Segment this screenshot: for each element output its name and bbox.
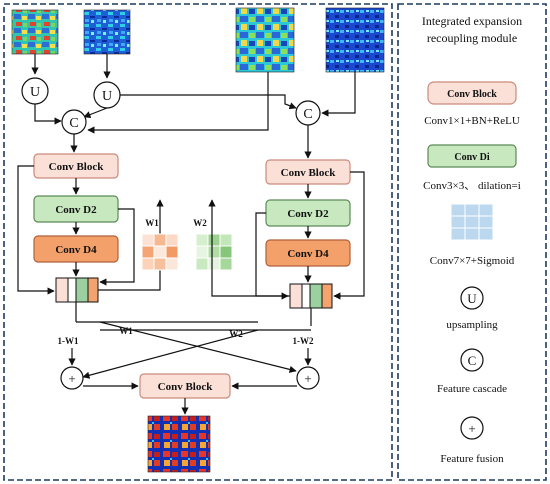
cascade-symbol: C	[303, 107, 312, 122]
fusion-node-right: +	[296, 366, 320, 390]
attention-map-w1	[141, 233, 179, 271]
conv-d2-label: Conv D2	[287, 208, 329, 220]
legend-upsample: U	[460, 286, 484, 310]
attention-map-w2	[195, 233, 233, 271]
upsample-symbol: U	[102, 89, 112, 104]
legend-conv-di-label: Conv Di	[454, 152, 490, 163]
main-panel-frame	[3, 3, 393, 481]
conv-block-label: Conv Block	[281, 167, 337, 179]
legend-conv-block: Conv Block	[427, 81, 517, 105]
one-minus-w2-label: 1-W2	[293, 336, 314, 346]
w1-top-label: W1	[145, 218, 159, 228]
w1-label: W1	[119, 326, 133, 336]
right-conv-d4: Conv D4	[265, 239, 351, 267]
left-concat-bar	[55, 277, 99, 303]
cascade-symbol: C	[69, 116, 78, 131]
fusion-symbol: +	[68, 371, 75, 386]
left-conv-d4: Conv D4	[33, 235, 119, 263]
legend-title-line1: Integrated expansion	[422, 14, 522, 28]
feature-map-1	[11, 9, 59, 55]
left-conv-block: Conv Block	[33, 153, 119, 179]
conv-d4-label: Conv D4	[55, 244, 97, 256]
legend-conv-block-label: Conv Block	[447, 89, 497, 100]
right-conv-block: Conv Block	[265, 159, 351, 185]
cascade-node-right: C	[295, 100, 321, 126]
fusion-symbol: +	[304, 371, 311, 386]
left-conv-d2: Conv D2	[33, 195, 119, 223]
conv-d4-label: Conv D4	[287, 248, 329, 260]
bottom-conv-block: Conv Block	[139, 373, 231, 399]
feature-map-4	[325, 7, 385, 73]
fusion-node-left: +	[60, 366, 84, 390]
conv-d2-label: Conv D2	[55, 204, 97, 216]
legend-conv-di-desc: Conv3×3、 dilation=i	[423, 180, 521, 192]
cascade-node-left: C	[61, 109, 87, 135]
legend-attention-grid	[450, 203, 494, 241]
feature-map-3	[235, 7, 295, 73]
legend-upsample-desc: upsampling	[446, 319, 498, 331]
upsample-node-left: U	[21, 77, 49, 105]
upsample-node-right: U	[93, 81, 121, 109]
legend-conv-block-desc: Conv1×1+BN+ReLU	[424, 115, 520, 127]
legend-cascade-symbol: C	[468, 353, 477, 368]
w2-label: W2	[229, 329, 243, 339]
one-minus-w1-label: 1-W1	[58, 336, 79, 346]
legend-upsample-symbol: U	[467, 291, 477, 306]
legend-fusion-desc: Feature fusion	[440, 453, 504, 465]
legend-fusion: +	[460, 416, 484, 440]
legend-fusion-symbol: +	[468, 421, 475, 436]
legend-panel-frame	[397, 3, 547, 481]
legend-cascade-desc: Feature cascade	[437, 383, 507, 395]
bottom-conv-block-label: Conv Block	[158, 381, 214, 393]
feature-map-2	[83, 9, 131, 55]
w2-top-label: W2	[193, 218, 207, 228]
legend-conv-di: Conv Di	[427, 144, 517, 168]
right-conv-d2: Conv D2	[265, 199, 351, 227]
legend-cascade: C	[460, 348, 484, 372]
right-concat-bar	[289, 283, 333, 309]
upsample-symbol: U	[30, 85, 40, 100]
conv-block-label: Conv Block	[49, 161, 105, 173]
legend-attention-desc: Conv7×7+Sigmoid	[430, 255, 515, 267]
output-feature-map	[147, 415, 211, 473]
legend-title-line2: recoupling module	[427, 31, 517, 45]
